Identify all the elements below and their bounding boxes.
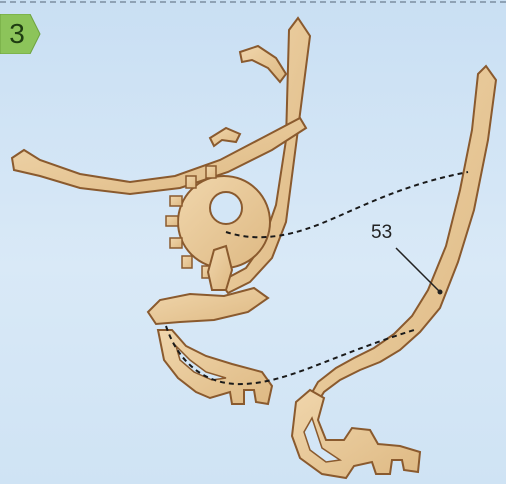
part-53 <box>292 66 496 478</box>
left-upper-arm <box>240 46 286 82</box>
left-curved-crossbar <box>12 118 306 194</box>
left-frame-assembly <box>12 18 310 404</box>
callout-leader-line <box>396 248 440 292</box>
part-53-upright <box>310 66 496 408</box>
left-foot-piece <box>158 330 272 404</box>
left-lower-base <box>148 288 268 324</box>
crossbar-tab <box>210 128 240 146</box>
callout-dot <box>438 290 443 295</box>
part-number-label: 53 <box>371 222 392 244</box>
